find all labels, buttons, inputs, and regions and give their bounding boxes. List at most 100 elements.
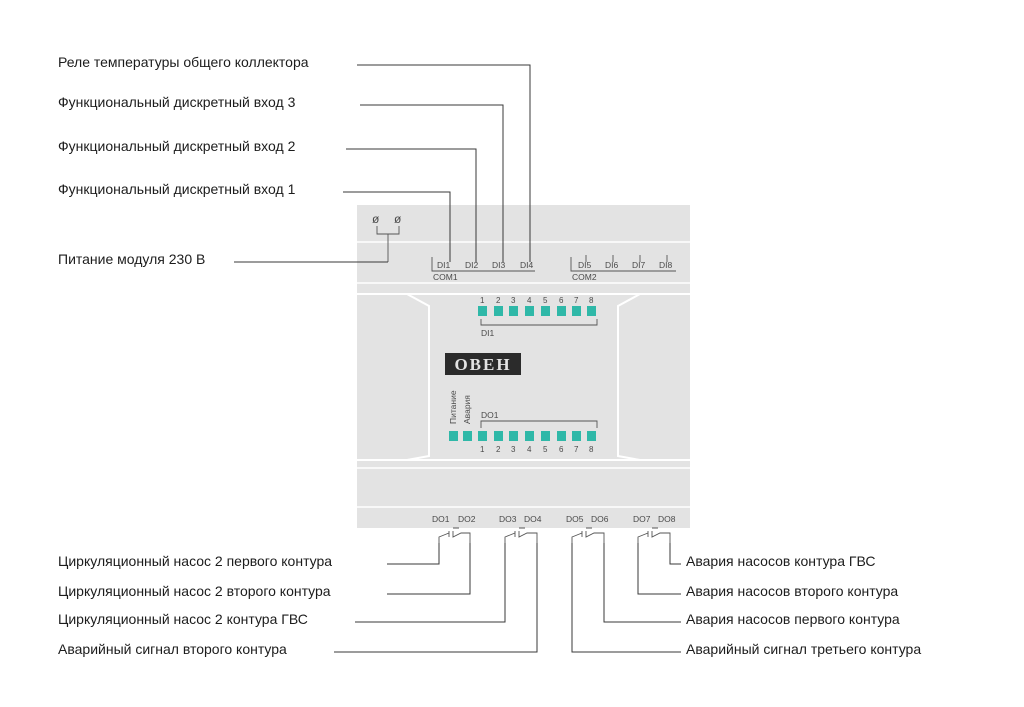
leader-lines	[234, 64, 681, 653]
terminal-label-do2: DO2	[458, 514, 476, 524]
input-led-5	[541, 306, 550, 316]
leader-line	[571, 543, 681, 653]
terminal-label-di1: DI1	[437, 260, 451, 270]
terminal-label-di8: DI8	[659, 260, 673, 270]
leader-line	[603, 543, 681, 623]
output-group-bracket	[480, 420, 598, 428]
leader-line	[346, 148, 477, 262]
terminal-label-do6: DO6	[591, 514, 609, 524]
relay-contact-symbol	[571, 527, 605, 543]
status-label-power: Питание	[448, 390, 458, 424]
label-alarm-circuit-2: Аварийный сигнал второго контура	[58, 641, 287, 657]
terminal-label-do5: DO5	[566, 514, 584, 524]
leader-line	[334, 543, 538, 653]
terminal-label-di2: DI2	[465, 260, 479, 270]
led-number: 3	[511, 445, 516, 454]
led-number: 8	[589, 296, 594, 305]
led-number: 3	[511, 296, 516, 305]
led-number: 2	[496, 445, 501, 454]
output-group-label: DO1	[481, 410, 499, 420]
com1-label: COM1	[433, 272, 458, 282]
input-led-7	[572, 306, 581, 316]
label-module-power: Питание модуля 230 В	[58, 251, 205, 267]
device-body	[357, 205, 690, 528]
input-led-6	[557, 306, 566, 316]
label-discrete-input-3: Функциональный дискретный вход 3	[58, 94, 296, 110]
relay-contact-symbol	[504, 527, 538, 543]
output-led-6	[557, 431, 566, 441]
leader-line	[669, 543, 681, 565]
leader-line	[387, 543, 440, 565]
led-number: 6	[559, 296, 564, 305]
led-number: 6	[559, 445, 564, 454]
leader-line	[343, 191, 451, 262]
terminal-label-do3: DO3	[499, 514, 517, 524]
terminal-label-do8: DO8	[658, 514, 676, 524]
device-housing	[357, 205, 690, 528]
label-pumps-fault-dhw: Авария насосов контура ГВС	[686, 553, 875, 569]
label-pump-circuit-1: Циркуляционный насос 2 первого контура	[58, 553, 332, 569]
leader-line	[355, 543, 506, 623]
led-number: 4	[527, 445, 532, 454]
oven-logo: ОВЕН	[445, 353, 521, 375]
right-labels-bottom: Авария насосов контура ГВС Авария насосо…	[686, 553, 921, 657]
relay-contact-symbol	[438, 527, 471, 543]
led-number: 5	[543, 296, 548, 305]
label-pump-dhw: Циркуляционный насос 2 контура ГВС	[58, 611, 308, 627]
logo-plate	[445, 353, 521, 375]
leader-line	[357, 64, 531, 262]
alarm-led	[463, 431, 472, 441]
terminal-ticks	[585, 255, 668, 262]
terminal-label-di7: DI7	[632, 260, 646, 270]
terminal-label-do7: DO7	[633, 514, 651, 524]
com-bus-lines	[431, 257, 676, 272]
label-collector-temp-relay: Реле температуры общего коллектора	[58, 54, 309, 70]
top-terminal-block: DI1 DI2 DI3 DI4 DI5 DI6 DI7 DI8 COM1 COM…	[431, 255, 676, 282]
led-number: 5	[543, 445, 548, 454]
output-led-1	[478, 431, 487, 441]
output-led-5	[541, 431, 550, 441]
power-terminal-symbol: ø	[372, 212, 380, 226]
terminal-label-di3: DI3	[492, 260, 506, 270]
led-number: 7	[574, 445, 579, 454]
label-discrete-input-2: Функциональный дискретный вход 2	[58, 138, 296, 154]
power-terminal-symbol: ø	[394, 212, 402, 226]
label-alarm-circuit-3: Аварийный сигнал третьего контура	[686, 641, 921, 657]
leader-line	[637, 543, 681, 595]
led-number: 2	[496, 296, 501, 305]
led-number: 1	[480, 445, 485, 454]
com2-label: COM2	[572, 272, 597, 282]
power-terminals: ø ø	[372, 212, 402, 262]
input-group-bracket	[480, 319, 598, 326]
led-number: 7	[574, 296, 579, 305]
left-labels-bottom: Циркуляционный насос 2 первого контура Ц…	[58, 553, 332, 657]
terminal-label-di4: DI4	[520, 260, 534, 270]
leader-line	[360, 104, 504, 262]
input-led-1	[478, 306, 487, 316]
terminal-label-di6: DI6	[605, 260, 619, 270]
bottom-terminal-block: DO1 DO2 DO3 DO4 DO5 DO6 DO7 DO8	[432, 514, 676, 543]
power-led	[449, 431, 458, 441]
input-led-2	[494, 306, 503, 316]
leader-line	[387, 543, 471, 595]
output-led-8	[587, 431, 596, 441]
output-led-2	[494, 431, 503, 441]
logo-text: ОВЕН	[454, 355, 511, 374]
terminal-label-do1: DO1	[432, 514, 450, 524]
label-discrete-input-1: Функциональный дискретный вход 1	[58, 181, 296, 197]
input-group-label: DI1	[481, 328, 495, 338]
status-labels: Питание Авария	[448, 390, 472, 424]
input-led-3	[509, 306, 518, 316]
led-number: 4	[527, 296, 532, 305]
relay-contact-symbol	[637, 527, 671, 543]
left-labels-top: Реле температуры общего коллектора Функц…	[58, 54, 309, 267]
input-led-4	[525, 306, 534, 316]
output-led-group: DO1 1 2 3 4 5 6 7 8	[449, 410, 598, 454]
terminal-label-do4: DO4	[524, 514, 542, 524]
led-number: 1	[480, 296, 485, 305]
label-pump-circuit-2: Циркуляционный насос 2 второго контура	[58, 583, 331, 599]
label-pumps-fault-circuit-2: Авария насосов второго контура	[686, 583, 898, 599]
output-led-7	[572, 431, 581, 441]
status-label-alarm: Авария	[462, 395, 472, 424]
